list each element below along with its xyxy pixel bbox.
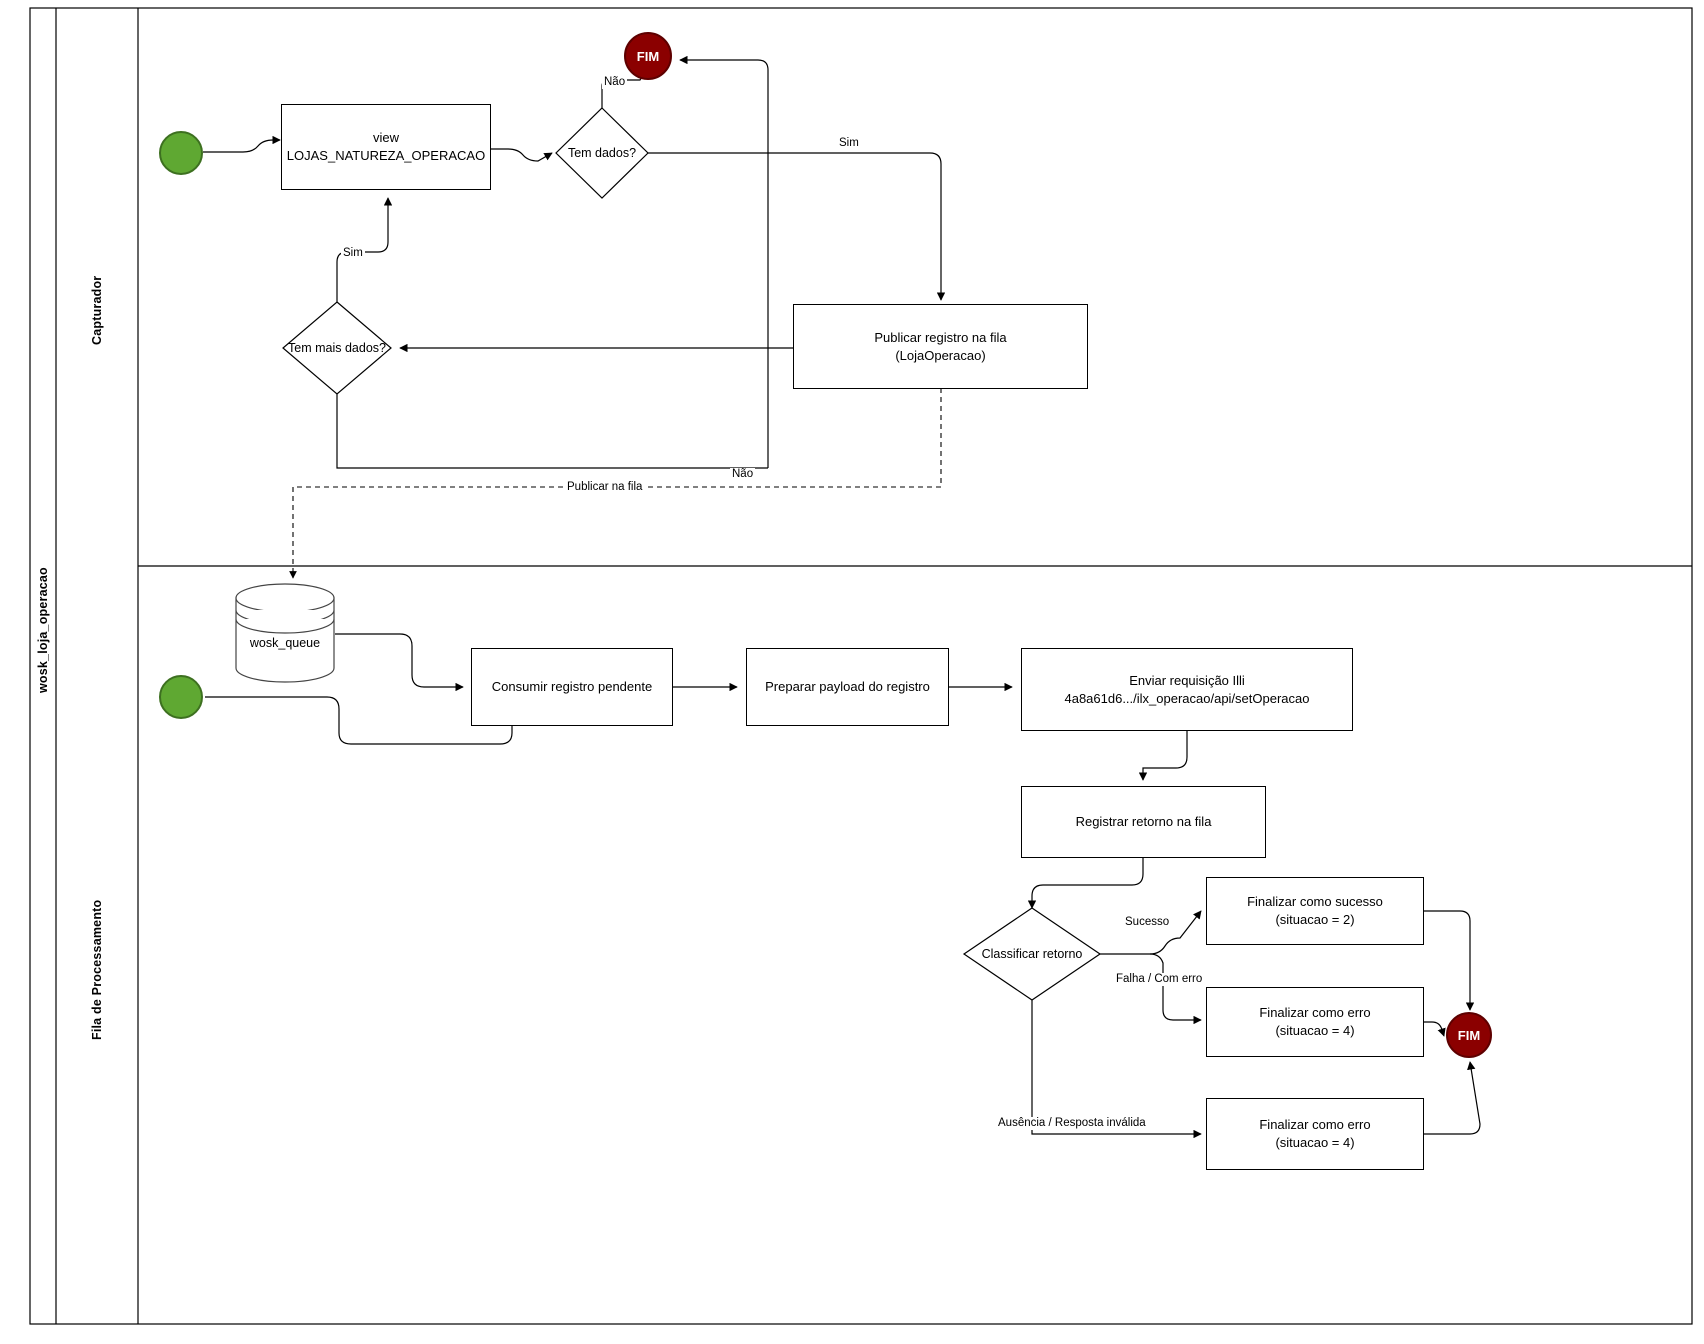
lane-label-capturador: Capturador bbox=[90, 275, 104, 345]
task-line-2: (situacao = 4) bbox=[1275, 1135, 1355, 1150]
task-line-1: Publicar registro na fila bbox=[874, 329, 1007, 345]
task-line-2: (situacao = 4) bbox=[1275, 1023, 1355, 1038]
task-line-2: 4a8a61d6.../ilx_operacao/api/setOperacao bbox=[1064, 690, 1310, 706]
task-line-2: (LojaOperacao) bbox=[895, 347, 986, 363]
task-line-1: Finalizar como erro bbox=[1259, 1005, 1371, 1021]
edge-label-sim-tem-mais-dados: Sim bbox=[341, 247, 365, 260]
task-publicar-registro-na-fila[interactable]: Publicar registro na fila (LojaOperacao) bbox=[793, 304, 1088, 389]
task-line-1: view bbox=[372, 130, 399, 146]
task-finalizar-como-sucesso[interactable]: Finalizar como sucesso (situacao = 2) bbox=[1206, 877, 1424, 945]
edge-label-sim-tem-dados: Sim bbox=[837, 137, 861, 150]
task-line-1: Enviar requisição Illi bbox=[1129, 672, 1245, 688]
task-line-1: Finalizar como erro bbox=[1259, 1117, 1371, 1133]
gateway-classificar-retorno[interactable]: Classificar retorno bbox=[981, 946, 1083, 961]
task-line-2: LOJAS_NATUREZA_OPERACAO bbox=[286, 148, 486, 163]
edge-label-nao-tem-dados: Não bbox=[602, 76, 628, 89]
end-event-fim-top[interactable]: FIM bbox=[624, 32, 672, 80]
edge-label-sucesso: Sucesso bbox=[1123, 916, 1172, 929]
edge-label-nao-tem-mais-dados: Não bbox=[730, 468, 756, 481]
end-event-fim-bottom[interactable]: FIM bbox=[1446, 1012, 1492, 1058]
task-line-1: Finalizar como sucesso bbox=[1247, 894, 1383, 910]
start-timer-capturador[interactable] bbox=[159, 131, 203, 175]
edge-label-ausencia-resposta-invalida: Ausência / Resposta inválida bbox=[996, 1117, 1148, 1130]
task-preparar-payload-do-registro[interactable]: Preparar payload do registro bbox=[746, 648, 949, 726]
task-line-1: Consumir registro pendente bbox=[491, 679, 653, 695]
task-registrar-retorno-na-fila[interactable]: Registrar retorno na fila bbox=[1021, 786, 1266, 858]
edge-label-falha-com-erro: Falha / Com erro bbox=[1114, 973, 1205, 986]
task-finalizar-como-erro[interactable]: Finalizar como erro (situacao = 4) bbox=[1206, 987, 1424, 1057]
pool-label-wosk-loja-operacao: wosk_loja_operacao bbox=[36, 567, 50, 693]
task-enviar-requisicao[interactable]: Enviar requisição Illi 4a8a61d6.../ilx_o… bbox=[1021, 648, 1353, 731]
gateway-tem-mais-dados[interactable]: Tem mais dados? bbox=[288, 340, 386, 355]
datastore-label-wosk-queue: wosk_queue bbox=[249, 636, 321, 650]
task-line-2: (situacao = 2) bbox=[1275, 912, 1355, 927]
task-consumir-registro-pendente[interactable]: Consumir registro pendente bbox=[471, 648, 673, 726]
task-view-lojas-natureza-operacao[interactable]: view LOJAS_NATUREZA_OPERACAO bbox=[281, 104, 491, 190]
task-finalizar-como-erro-ausencia[interactable]: Finalizar como erro (situacao = 4) bbox=[1206, 1098, 1424, 1170]
task-line-1: Preparar payload do registro bbox=[765, 679, 930, 695]
task-line-1: Registrar retorno na fila bbox=[1075, 814, 1212, 830]
edge-label-publicar-na-fila: Publicar na fila bbox=[565, 481, 645, 494]
lane-label-fila-de-processamento: Fila de Processamento bbox=[90, 899, 104, 1041]
start-timer-fila[interactable] bbox=[159, 675, 203, 719]
gateway-tem-dados[interactable]: Tem dados? bbox=[567, 145, 637, 160]
